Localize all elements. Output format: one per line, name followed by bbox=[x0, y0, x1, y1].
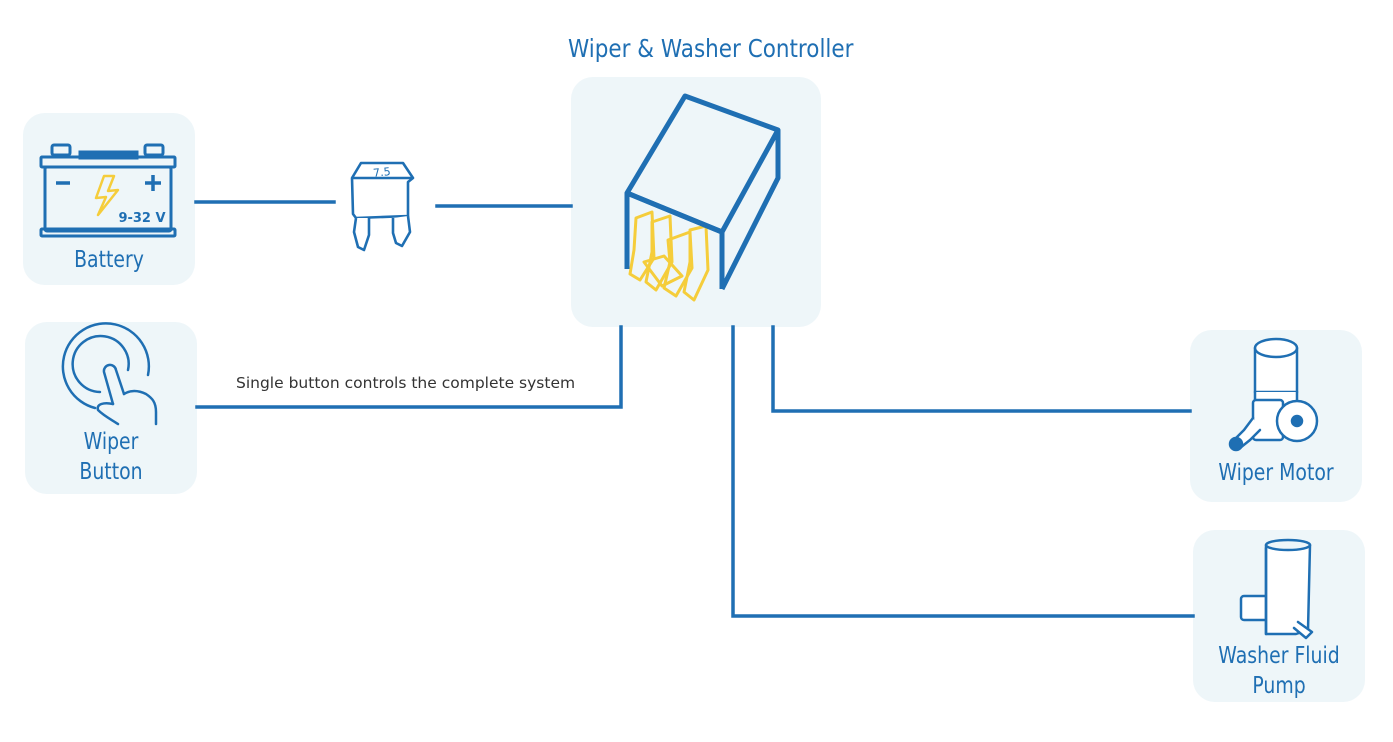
controller-title: Wiper & Washer Controller bbox=[568, 34, 854, 63]
finger-press-icon bbox=[61, 322, 158, 426]
fuse-rating: 7.5 bbox=[372, 165, 391, 180]
battery-icon bbox=[39, 143, 177, 238]
wiper-button-card bbox=[25, 322, 197, 494]
washer-pump-label-line1: Washer Fluid bbox=[1218, 643, 1340, 669]
wiper-motor-icon bbox=[1228, 337, 1319, 452]
button-to-controller-wire bbox=[195, 325, 623, 409]
controller-to-motor-wire bbox=[771, 325, 1192, 413]
wiper-button-label-line2: Button bbox=[79, 459, 143, 485]
wiper-button-caption: Single button controls the complete syst… bbox=[236, 374, 576, 392]
fuse-icon bbox=[350, 161, 415, 252]
controller-relay-icon bbox=[624, 93, 781, 302]
battery-label: Battery bbox=[74, 247, 144, 273]
wiper-motor-label: Wiper Motor bbox=[1218, 460, 1334, 486]
controller-card bbox=[571, 77, 821, 327]
washer-pump-label-line2: Pump bbox=[1252, 673, 1306, 699]
wiper-button-label-line1: Wiper bbox=[83, 429, 139, 455]
battery-card bbox=[23, 113, 195, 285]
washer-pump-icon bbox=[1239, 538, 1314, 640]
battery-voltage: 9-32 V bbox=[118, 211, 165, 226]
controller-to-pump-wire bbox=[731, 325, 1195, 618]
